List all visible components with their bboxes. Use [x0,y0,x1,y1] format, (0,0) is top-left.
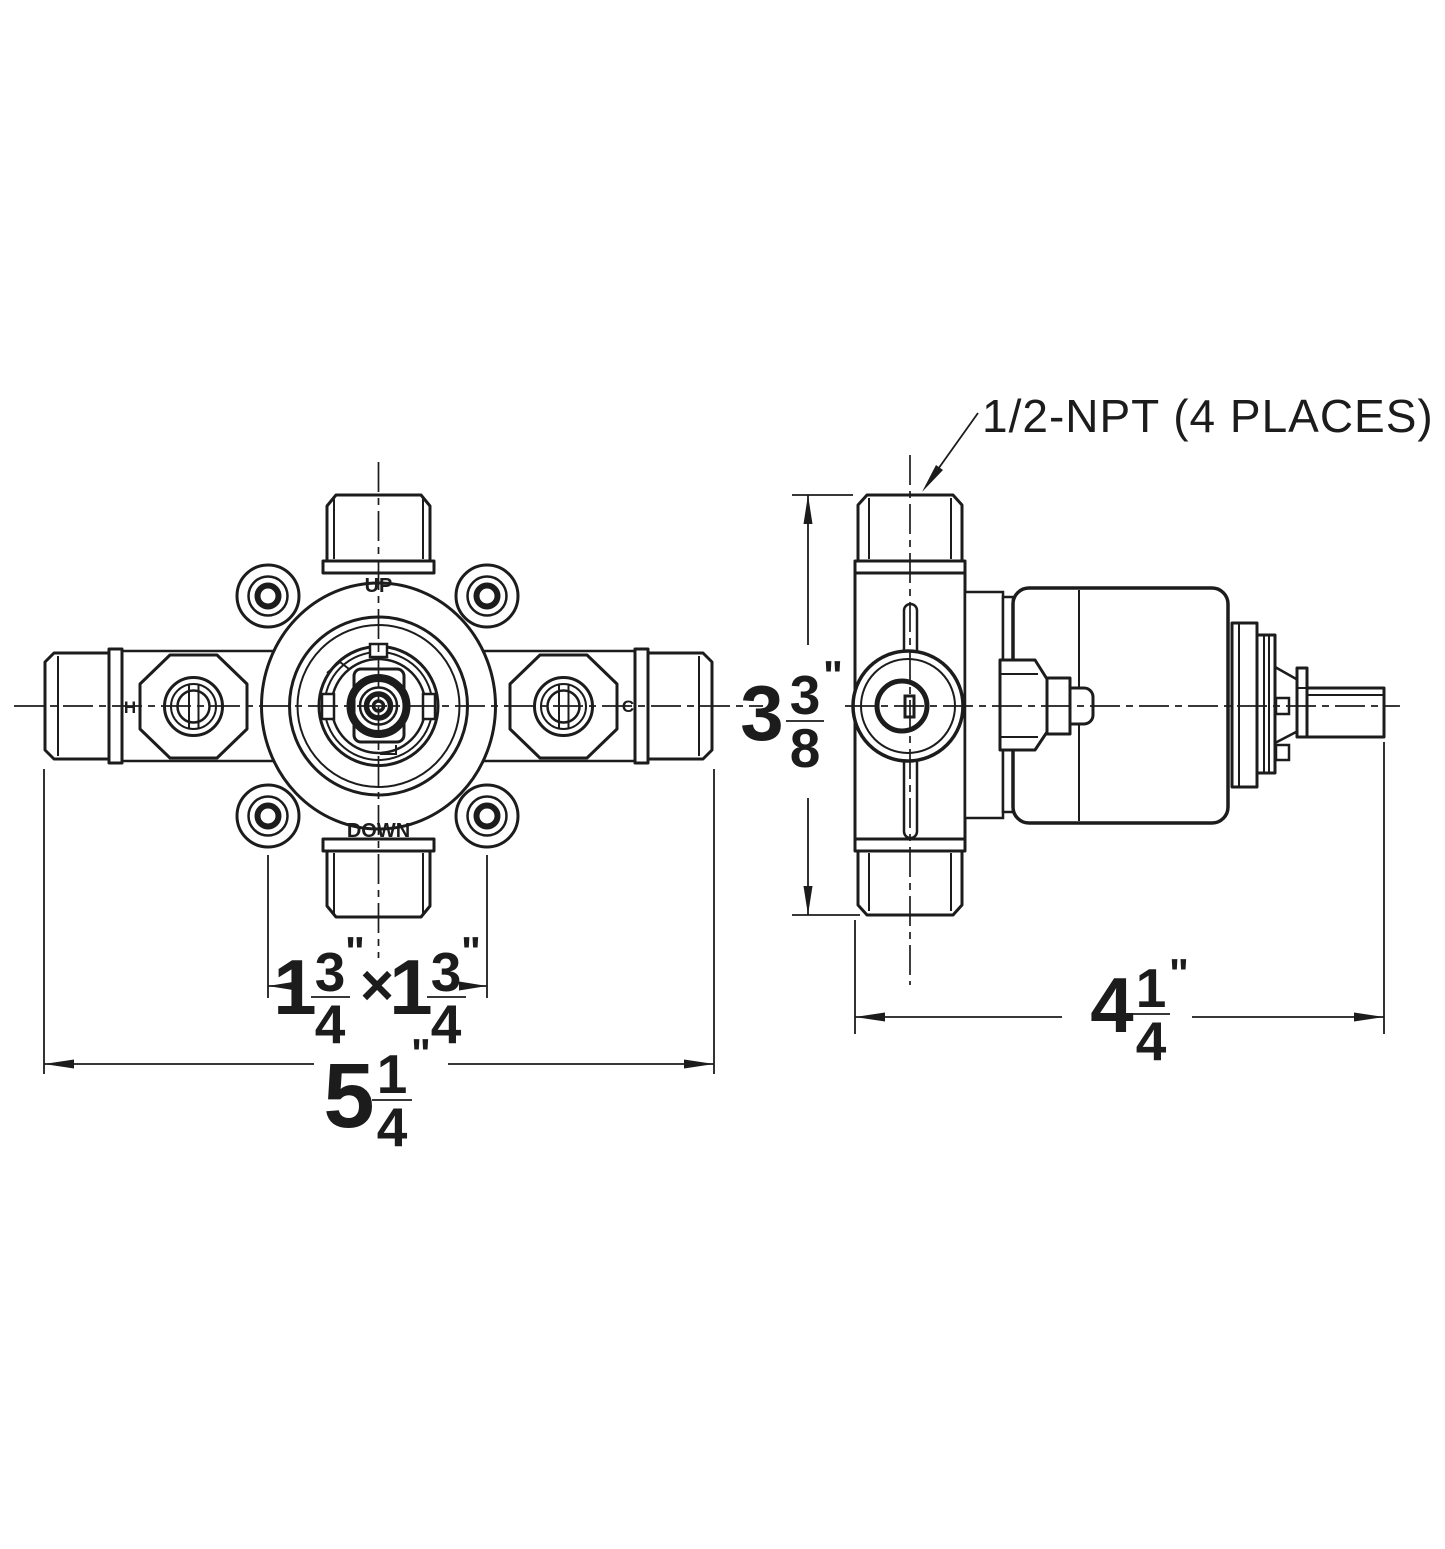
cartridge-notch-lower-right [380,745,397,755]
mounting-ear [454,783,520,849]
dim-width-den: 4 [377,1096,408,1158]
stem-clip-lower [1274,743,1291,762]
dimension-arrow [1354,1012,1384,1022]
dim-bolt-num-a: 3 [315,941,346,1003]
dimension-arrow [684,1059,714,1069]
bolt-counterbore [247,795,289,837]
mounting-ear [454,563,520,629]
dim-width-num: 1 [377,1043,408,1105]
mounting-ear [235,563,301,629]
dimension-depth: 4 1 4 " [854,742,1385,1072]
dim-depth-den: 4 [1136,1010,1167,1072]
dim-height-num: 3 [790,664,821,726]
dim-bolt-whole-a: 1 [273,943,316,1031]
dimension-arrow [459,981,487,991]
stem-cone-line [1274,665,1299,682]
dim-width-whole: 5 [323,1045,374,1147]
front-view: UP DOWN H C [14,462,763,958]
dim-depth-whole: 4 [1090,961,1133,1049]
dimension-bolt-spacing: 1 3 4 " × 1 3 4 " [267,855,488,1055]
dimension-arrow [803,886,813,915]
dim-depth-unit: " [1169,950,1189,997]
dim-bolt-num-b: 3 [431,941,462,1003]
npt-leader-note: 1/2-NPT (4 PLACES) [922,390,1434,492]
dimension-arrow [855,1012,885,1022]
dim-bolt-den-a: 4 [315,993,346,1055]
mounting-ear [235,783,301,849]
dim-height-whole: 3 [740,669,783,757]
dim-bolt-den-b: 4 [431,993,462,1055]
bonnet-ring-large [1230,621,1259,789]
dim-depth-num: 1 [1136,957,1167,1019]
label-hot: H [124,698,136,717]
bolt-hole [473,582,501,610]
npt-note-text: 1/2-NPT (4 PLACES) [982,390,1434,442]
leader-arrowhead [922,465,943,492]
bolt-hole [254,582,282,610]
dim-bolt-whole-b: 1 [389,943,432,1031]
cartridge-notch-upper-left [326,660,350,674]
valve-stem [1305,686,1386,739]
bolt-counterbore [466,575,508,617]
dimension-arrow [44,1059,74,1069]
bolt-counterbore [466,795,508,837]
stem-cone-line [1274,729,1299,745]
dim-bolt-unit-a: " [345,928,365,975]
side-view [845,455,1400,985]
dimension-arrow [803,495,813,524]
bolt-counterbore [247,575,289,617]
dim-bolt-times: × [360,953,394,1018]
dimension-arrow [268,981,296,991]
bonnet-ring-small [1255,633,1277,775]
dimension-overall-width: 5 1 4 " [43,769,715,1158]
dim-bolt-unit-b: " [461,928,481,975]
dim-width-unit: " [411,1030,431,1077]
mounting-bracket-plate [963,590,1005,820]
bolt-hole [254,802,282,830]
dimension-height: 3 3 8 " [740,494,860,916]
dim-height-den: 8 [790,717,821,779]
bolt-hole [473,802,501,830]
dim-height-unit: " [823,652,843,699]
